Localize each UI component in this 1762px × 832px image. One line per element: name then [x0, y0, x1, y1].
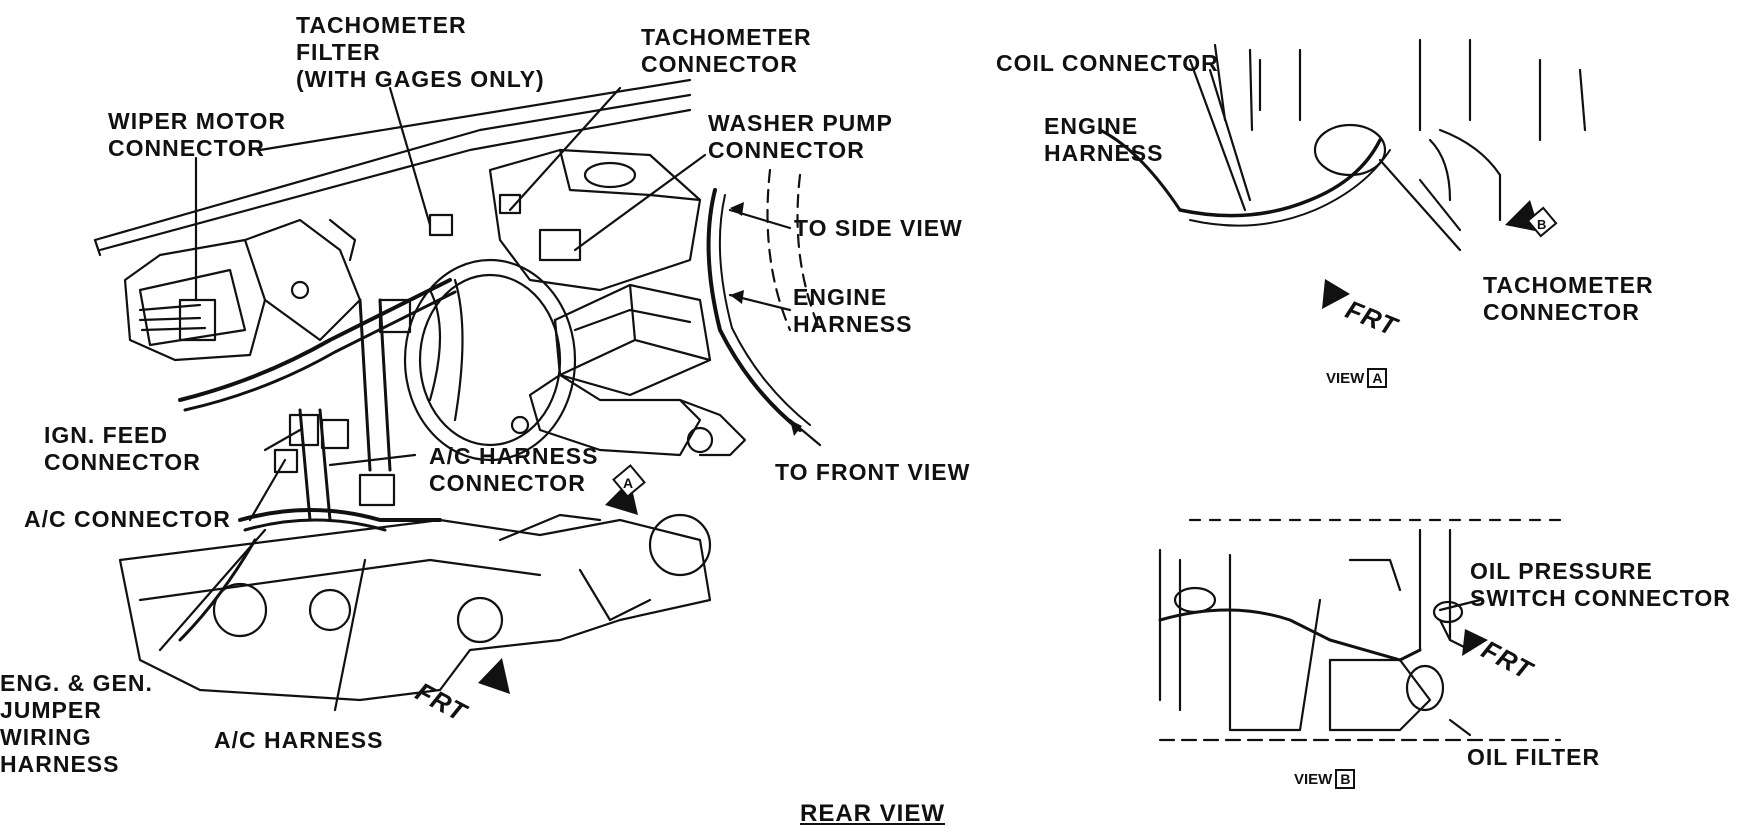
- engine-harness-loop: [706, 168, 822, 432]
- brake-booster: [403, 258, 577, 462]
- label-eng-gen-jumper-harness: ENG. & GEN. JUMPER WIRING HARNESS: [0, 670, 153, 777]
- label-engine-harness-main: ENGINE HARNESS: [793, 284, 913, 337]
- label-washer-pump-connector: WASHER PUMP CONNECTOR: [708, 110, 893, 163]
- view-b-illustration: [1158, 518, 1562, 742]
- frt-arrow-main: [478, 658, 510, 694]
- frt-arrow-view-a: [1322, 279, 1350, 309]
- marker-box-b-view-a: [1526, 206, 1558, 238]
- marker-box-a-main-text: A: [623, 475, 633, 491]
- label-oil-filter: OIL FILTER: [1467, 744, 1601, 770]
- label-tach-filter: TACHOMETER FILTER (WITH GAGES ONLY): [296, 12, 545, 92]
- washer-reservoir: [488, 148, 702, 292]
- cowl-outline: [93, 78, 692, 257]
- label-to-front-view: TO FRONT VIEW: [775, 459, 971, 485]
- wiper-motor: [123, 218, 362, 362]
- to-front-view-arrowhead: [790, 420, 802, 436]
- label-tach-connector-view-a: TACHOMETER CONNECTOR: [1483, 272, 1654, 325]
- engine-block: [118, 513, 712, 702]
- to-side-view-arrowhead: [730, 202, 744, 216]
- label-wiper-motor-connector: WIPER MOTOR CONNECTOR: [108, 108, 286, 161]
- label-oil-pressure-switch-connector: OIL PRESSURE SWITCH CONNECTOR: [1470, 558, 1731, 611]
- leader-lines-main: [158, 86, 822, 712]
- label-engine-harness-view-a: ENGINE HARNESS: [1044, 113, 1164, 166]
- label-tach-connector: TACHOMETER CONNECTOR: [641, 24, 812, 77]
- marker-box-a-main: [612, 464, 646, 498]
- label-ac-connector: A/C CONNECTOR: [24, 506, 231, 532]
- label-rear-view-title: REAR VIEW: [800, 800, 946, 827]
- view-a-illustration: [1098, 38, 1587, 252]
- label-coil-connector: COIL CONNECTOR: [996, 50, 1219, 76]
- marker-box-b-view-a-text: B: [1537, 217, 1546, 232]
- label-ac-harness: A/C HARNESS: [214, 727, 384, 753]
- frt-arrow-view-b: [1462, 629, 1488, 656]
- engine-harness-arrowhead: [730, 290, 744, 304]
- label-ign-feed-connector: IGN. FEED CONNECTOR: [44, 422, 201, 475]
- main-harness: [178, 278, 457, 642]
- connector-blocks: [273, 193, 582, 507]
- label-to-side-view: TO SIDE VIEW: [794, 215, 963, 241]
- label-ac-harness-connector: A/C HARNESS CONNECTOR: [429, 443, 599, 496]
